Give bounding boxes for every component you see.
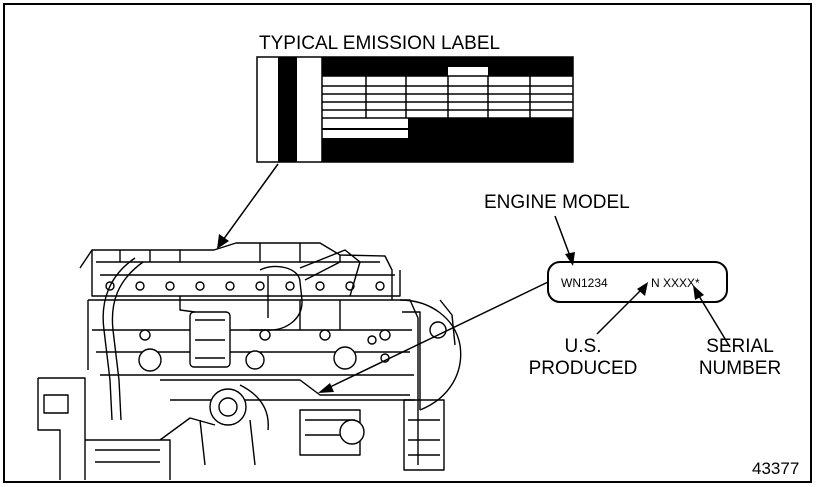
engine-model-label: ENGINE MODEL [484,192,630,213]
serial-number-label: SERIAL NUMBER [690,336,790,380]
engine-model-arrow [554,215,575,266]
plate-leader [318,281,549,393]
figure-frame [3,3,812,483]
serial-number-line-2: NUMBER [698,358,782,379]
emission-label-title: TYPICAL EMISSION LABEL [259,33,501,54]
emission-label-leader [217,163,279,249]
us-produced-label: U.S. PRODUCED [528,336,638,380]
engine-drawing [37,242,462,480]
serial-number-arrow [693,285,731,348]
us-produced-line-1: U.S. [564,336,602,357]
plate-model-code: WN1234 [561,276,608,290]
figure-number: 43377 [752,459,800,478]
plate-serial-code: N XXXX* [651,276,700,290]
emission-label [256,56,574,163]
serial-number-line-1: SERIAL [706,336,774,357]
us-produced-arrow [596,282,648,335]
us-produced-line-2: PRODUCED [528,358,638,379]
